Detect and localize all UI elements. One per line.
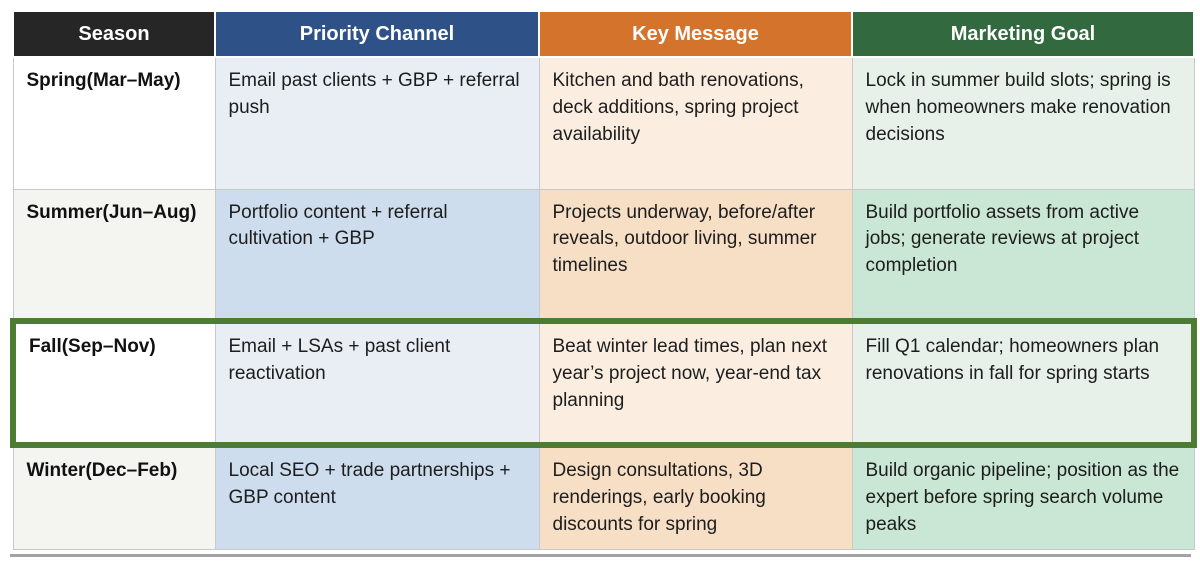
cell-key-message: Design consultations, 3D renderings, ear… bbox=[538, 444, 853, 550]
cell-season: Spring(Mar–May) bbox=[12, 56, 216, 190]
cell-season: Fall(Sep–Nov) bbox=[10, 318, 216, 448]
table-row: Winter(Dec–Feb) Local SEO + trade partne… bbox=[12, 444, 1195, 550]
cell-marketing-goal: Fill Q1 calendar; homeowners plan renova… bbox=[851, 318, 1197, 448]
header-row: Season Priority Channel Key Message Mark… bbox=[12, 10, 1195, 58]
seasonal-marketing-table: Season Priority Channel Key Message Mark… bbox=[10, 10, 1197, 550]
cell-marketing-goal: Build organic pipeline; position as the … bbox=[851, 444, 1195, 550]
cell-key-message: Projects underway, before/after reveals,… bbox=[538, 188, 853, 322]
cell-season: Summer(Jun–Aug) bbox=[12, 188, 216, 322]
column-header-marketing-goal: Marketing Goal bbox=[851, 10, 1195, 58]
column-header-priority-channel: Priority Channel bbox=[214, 10, 540, 58]
table-row: Spring(Mar–May) Email past clients + GBP… bbox=[12, 56, 1195, 190]
column-header-key-message: Key Message bbox=[538, 10, 853, 58]
cell-marketing-goal: Build portfolio assets from active jobs;… bbox=[851, 188, 1195, 322]
table-bottom-divider bbox=[10, 553, 1191, 557]
cell-priority-channel: Email past clients + GBP + referral push bbox=[214, 56, 540, 190]
table-row: Summer(Jun–Aug) Portfolio content + refe… bbox=[12, 188, 1195, 322]
cell-key-message: Beat winter lead times, plan next year’s… bbox=[538, 318, 853, 448]
cell-season: Winter(Dec–Feb) bbox=[12, 444, 216, 550]
cell-priority-channel: Local SEO + trade partnerships + GBP con… bbox=[214, 444, 540, 550]
cell-marketing-goal: Lock in summer build slots; spring is wh… bbox=[851, 56, 1195, 190]
cell-priority-channel: Email + LSAs + past client reactivation bbox=[214, 318, 540, 448]
column-header-season: Season bbox=[12, 10, 216, 58]
table-body: Spring(Mar–May) Email past clients + GBP… bbox=[10, 56, 1197, 550]
cell-key-message: Kitchen and bath renovations, deck addit… bbox=[538, 56, 853, 190]
table-header: Season Priority Channel Key Message Mark… bbox=[12, 10, 1195, 58]
table-row: Fall(Sep–Nov) Email + LSAs + past client… bbox=[10, 318, 1197, 448]
cell-priority-channel: Portfolio content + referral cultivation… bbox=[214, 188, 540, 322]
